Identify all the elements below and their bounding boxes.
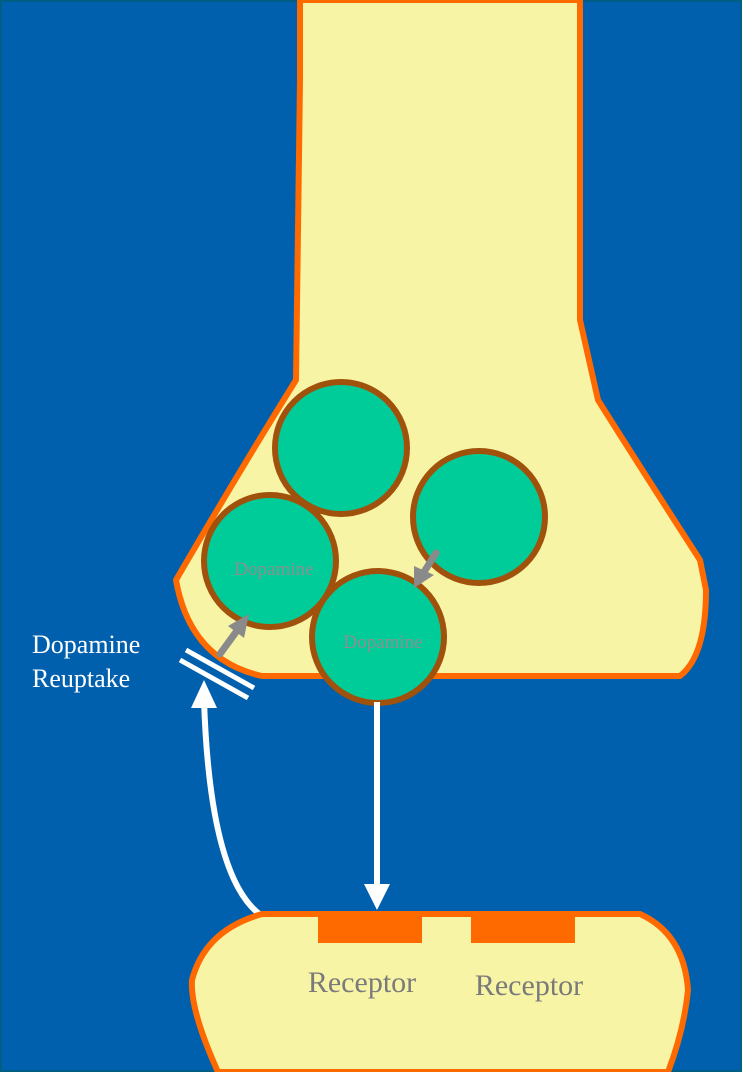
reuptake-label-line2: Reuptake (32, 662, 140, 696)
vesicle-bottom-label: Dopamine (343, 632, 422, 653)
vesicle-top (275, 382, 407, 514)
receptor-left (318, 913, 422, 943)
receptor-right-label: Receptor (475, 969, 583, 1002)
receptor-left-label: Receptor (308, 966, 416, 999)
reuptake-label-line1: Dopamine (32, 628, 140, 662)
reuptake-label: Dopamine Reuptake (32, 628, 140, 696)
vesicle-left-label: Dopamine (234, 559, 313, 580)
receptor-right (471, 913, 575, 943)
postsynaptic-terminal (192, 914, 688, 1072)
